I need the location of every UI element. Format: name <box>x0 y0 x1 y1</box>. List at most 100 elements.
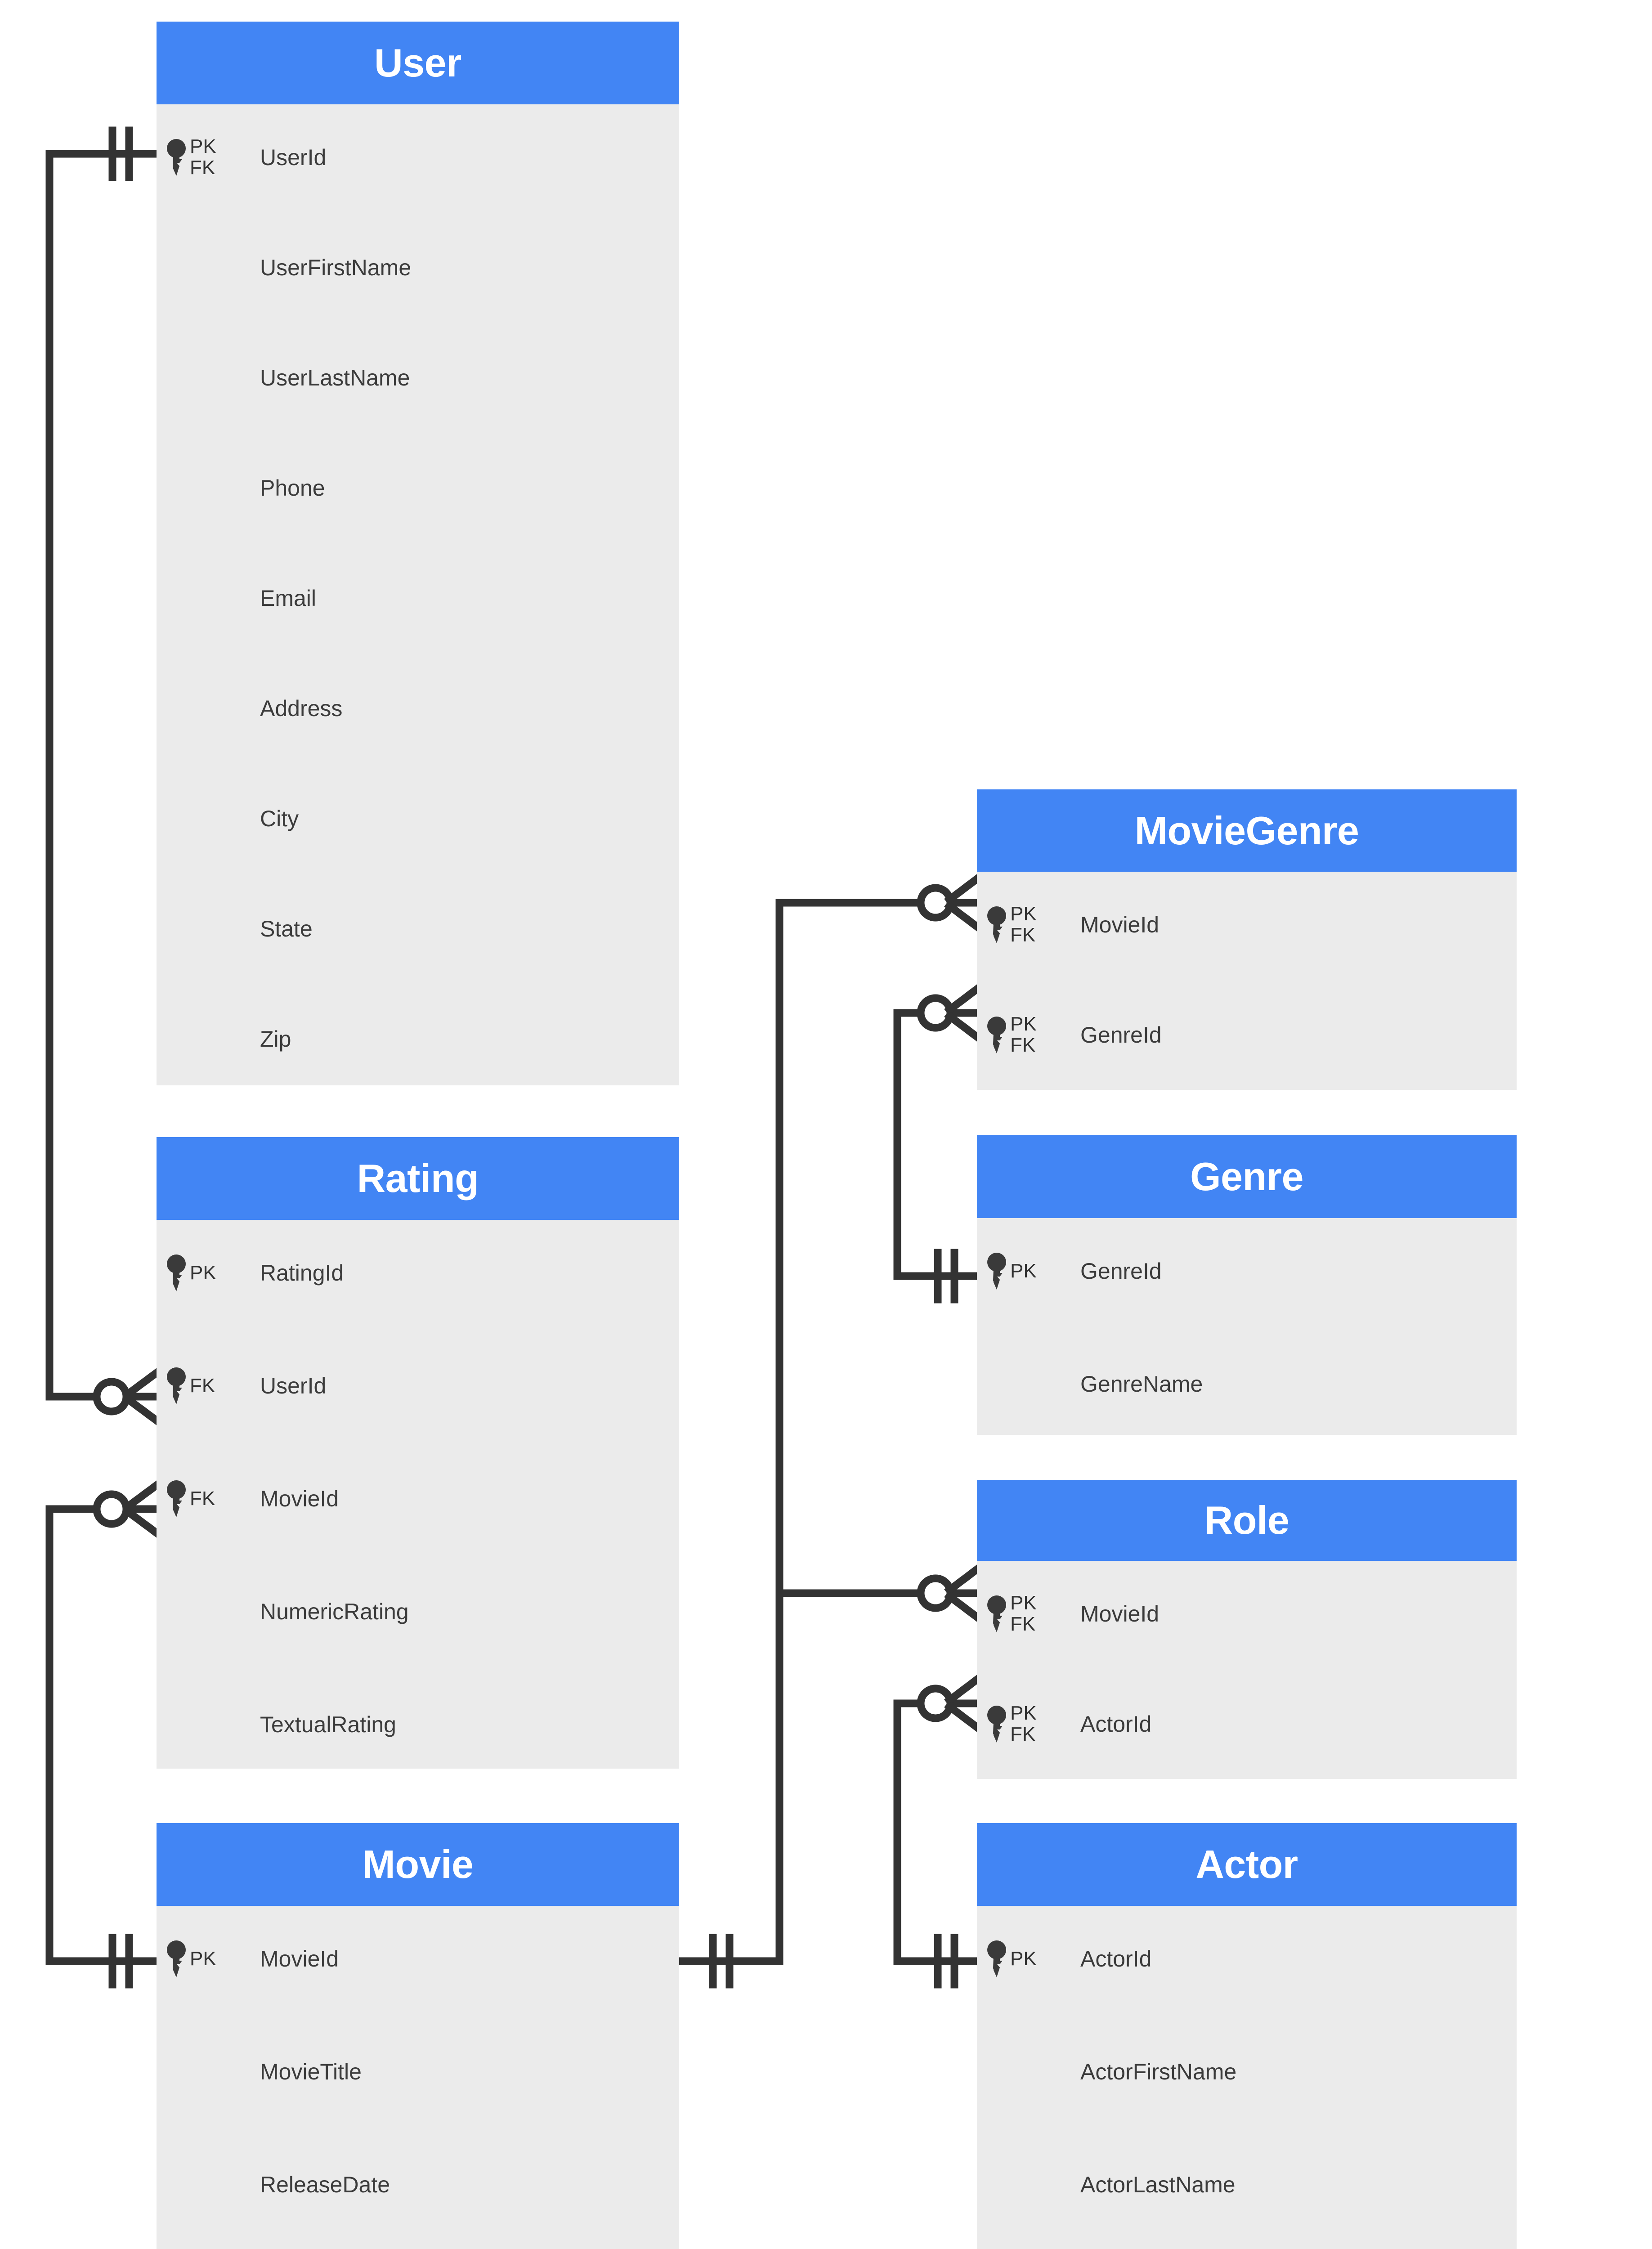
connector-genre-moviegenre[interactable] <box>893 984 982 1304</box>
key-label-pk: PK <box>1010 1013 1037 1035</box>
column-name: UserLastName <box>260 365 410 390</box>
connector-movie-moviegenre-role[interactable] <box>675 874 982 1989</box>
key-icon <box>987 1706 1006 1743</box>
connector-actor-role[interactable] <box>893 1674 982 1989</box>
column-name: MovieTitle <box>260 2059 362 2084</box>
key-labels: PK <box>190 1947 216 1970</box>
column-row[interactable]: FK UserId <box>157 1361 679 1411</box>
entity-title-user: User <box>157 22 679 104</box>
column-row[interactable]: TextualRating <box>157 1699 679 1750</box>
column-name: MovieId <box>1080 912 1160 937</box>
key-labels: PK <box>190 1262 216 1284</box>
key-icon <box>167 1367 186 1404</box>
key-icon-wrap <box>985 1940 1008 1978</box>
column-name: TextualRating <box>260 1712 396 1737</box>
key-icon-wrap <box>165 1367 188 1405</box>
column-row[interactable]: ActorFirstName <box>977 2047 1517 2097</box>
entity-title-rating: Rating <box>157 1137 679 1220</box>
column-row[interactable]: Zip <box>157 1014 679 1064</box>
column-name: RatingId <box>260 1260 344 1286</box>
key-indicator: PK <box>977 1252 1080 1290</box>
key-indicator: PK <box>157 1254 260 1292</box>
key-label-pk: PK <box>190 1947 216 1970</box>
column-row[interactable]: UserFirstName <box>157 242 679 293</box>
entity-title-genre: Genre <box>977 1135 1517 1218</box>
column-name: ActorLastName <box>1080 2172 1236 2197</box>
column-name: MovieId <box>260 1946 339 1971</box>
key-icon <box>167 1254 186 1291</box>
column-row[interactable]: City <box>157 793 679 844</box>
column-row[interactable]: Email <box>157 573 679 623</box>
column-row[interactable]: MovieTitle <box>157 2047 679 2097</box>
key-label-fk: FK <box>190 1487 215 1510</box>
entity-title-actor: Actor <box>977 1823 1517 1906</box>
column-name: ActorFirstName <box>1080 2059 1237 2084</box>
key-icon-wrap <box>165 1254 188 1292</box>
column-name: GenreId <box>1080 1022 1162 1048</box>
column-row[interactable]: Address <box>157 683 679 734</box>
key-label-fk: FK <box>1010 924 1036 946</box>
connector-user-rating[interactable] <box>45 126 162 1426</box>
column-row[interactable]: PK MovieId <box>157 1934 679 1984</box>
key-icon-wrap <box>985 1705 1008 1743</box>
column-row[interactable]: UserLastName <box>157 353 679 403</box>
column-name: UserId <box>260 1373 327 1398</box>
column-row[interactable]: State <box>157 904 679 954</box>
key-indicator: FK <box>157 1480 260 1518</box>
key-label-fk: FK <box>1010 1613 1036 1635</box>
key-indicator: PK <box>157 1940 260 1978</box>
key-indicator: FK <box>157 1367 260 1405</box>
column-name: Zip <box>260 1026 291 1052</box>
key-label-fk: FK <box>190 157 215 179</box>
column-name: Phone <box>260 475 325 501</box>
key-labels: PK <box>1010 1259 1037 1282</box>
key-icon <box>167 1940 186 1977</box>
column-name: State <box>260 916 313 941</box>
column-name: UserFirstName <box>260 255 412 280</box>
column-row[interactable]: NumericRating <box>157 1586 679 1637</box>
key-label-pk: PK <box>1010 1259 1037 1282</box>
key-labels: FK <box>190 1375 215 1397</box>
entity-title-movie: Movie <box>157 1823 679 1906</box>
column-row[interactable]: GenreName <box>977 1359 1517 1409</box>
column-row[interactable]: ReleaseDate <box>157 2159 679 2210</box>
column-row[interactable]: ActorLastName <box>977 2159 1517 2210</box>
column-name: City <box>260 806 299 831</box>
connector-movie-rating[interactable] <box>45 1480 162 1989</box>
column-row[interactable]: PK RatingId <box>157 1248 679 1298</box>
column-name: ActorId <box>1080 1946 1152 1971</box>
column-name: UserId <box>260 145 327 170</box>
column-name: Email <box>260 586 317 611</box>
key-icon-wrap <box>165 1480 188 1518</box>
column-row[interactable]: Phone <box>157 463 679 513</box>
